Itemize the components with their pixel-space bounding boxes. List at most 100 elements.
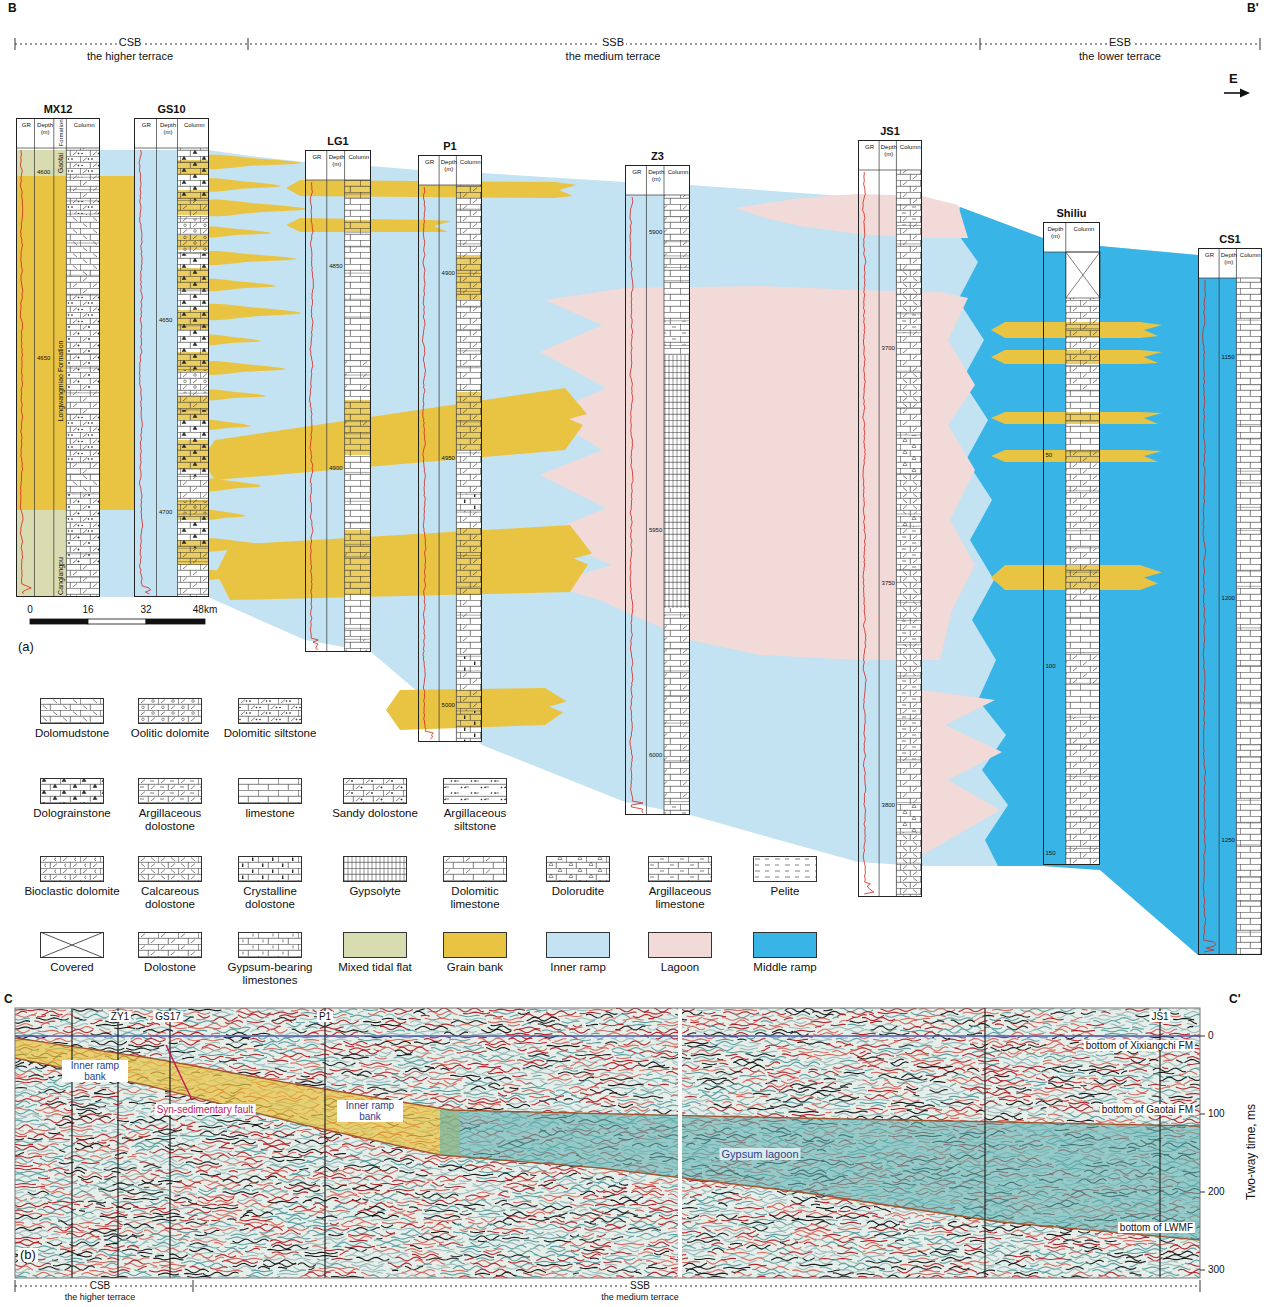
log-divider (326, 150, 327, 652)
depth-tick-label: 4950 (442, 455, 455, 462)
section-end: B (8, 2, 17, 15)
symbol-border (344, 779, 407, 804)
facies-bands (16, 150, 1262, 955)
lithology-bed (178, 393, 210, 410)
legend-text: Argillaceous siltstone (427, 807, 523, 833)
symbol-ground (138, 778, 202, 804)
well-log (858, 140, 922, 897)
lithology-bed (456, 671, 482, 711)
facies-label: Inner ramp bank (62, 1060, 128, 1082)
legend-item: Argillaceous limestone (632, 856, 728, 911)
zone-tick (248, 38, 249, 50)
lithology-bed (664, 696, 690, 724)
zone-tick (980, 38, 981, 50)
zone-label: SSB (628, 1280, 652, 1291)
lithology-bed (345, 375, 371, 390)
symbol-pattern (343, 778, 407, 804)
symbol-border (239, 699, 302, 724)
lithology-bed (1236, 757, 1262, 800)
lithology-column (345, 180, 371, 652)
lithology-bed (896, 645, 922, 676)
log-header-text: Depth (m) (880, 144, 897, 157)
lithology-bed (664, 256, 690, 268)
seismic-trace (15, 1095, 1145, 1099)
legend-text: Covered (24, 961, 120, 974)
lithology-bed (1236, 704, 1262, 745)
lithology-bed (896, 270, 922, 295)
scale-label: 16 (82, 604, 93, 615)
scale-label: 0 (27, 604, 33, 615)
well-column: P1GRDepth (m)Column490049505000 (418, 155, 482, 742)
horizon-label: bottom of LWMF (1118, 1222, 1195, 1233)
log-header-text: Depth (m) (328, 154, 346, 167)
gypsum-bed (664, 355, 690, 608)
lithology-bed (896, 832, 922, 863)
legend-symbol (238, 698, 302, 724)
well-column: JS1GRDepth (m)Column370037503800 (858, 140, 922, 897)
lithology-bed (896, 570, 922, 603)
well-name: Shiliu (1057, 207, 1087, 219)
lithology-bed (1236, 745, 1262, 758)
lithology-bed (456, 273, 482, 291)
seismic-trace (228, 1251, 1093, 1255)
legend-text: Mixed tidal flat (327, 961, 423, 974)
seismic-trace (157, 1236, 1188, 1240)
inner-ramp-bank-body (15, 1038, 460, 1157)
seismic-trace (198, 1053, 1114, 1057)
lithology-bed (896, 294, 922, 314)
lithology-bed (178, 410, 210, 445)
section-end: C' (1229, 993, 1241, 1006)
legend-text: Calcareous dolostone (122, 885, 218, 911)
scale-bar (88, 619, 146, 624)
lithology-bed (1236, 425, 1262, 439)
seismic-trace (225, 1008, 1200, 1012)
seismic-trace (31, 1011, 1160, 1015)
legend-item: Dolostone (122, 932, 218, 974)
seismic-trace (87, 1260, 989, 1265)
symbol-ground (753, 856, 817, 882)
well-trace-line (117, 1008, 118, 1278)
legend-text: Argillaceous dolostone (122, 807, 218, 833)
gr-curve (310, 182, 319, 650)
lithology-bed (896, 333, 922, 371)
lithology-bed (345, 628, 371, 639)
zone-label: ESB (1107, 36, 1133, 48)
seismic-trace (39, 1059, 1172, 1063)
lithology-bed (178, 291, 210, 307)
seismic-trace (200, 1056, 1200, 1060)
seismic-trace (53, 1041, 1173, 1045)
lithology-bed (664, 281, 690, 321)
lithology-bed (1236, 823, 1262, 845)
legend-symbol (40, 932, 104, 958)
depth-tick-label: 3700 (882, 345, 895, 352)
symbol-pattern (238, 856, 302, 882)
symbol-pattern (238, 778, 302, 804)
legend-swatch (753, 932, 817, 958)
log-divider (134, 148, 209, 149)
legend-item: Middle ramp (737, 932, 833, 974)
lithology-bed (664, 761, 690, 802)
log-header-text: Column (179, 122, 211, 129)
section-end: B' (1247, 2, 1259, 15)
symbol-pattern (40, 856, 104, 882)
seismic-trace (410, 1020, 1182, 1023)
depth-tick-label: 4650 (37, 355, 50, 362)
legend-item: Dolomitic siltstone (222, 698, 318, 740)
log-header (418, 155, 482, 185)
lithology-bed (345, 639, 371, 652)
grain-bank-finger (201, 178, 281, 192)
section-join (678, 1008, 682, 1278)
legend-symbol (238, 932, 302, 958)
direction-arrowhead (1240, 89, 1250, 98)
lithology-bed (66, 450, 100, 463)
legend-text: Inner ramp (530, 961, 626, 974)
lithology-column (1236, 278, 1262, 955)
grain-bank-finger (201, 279, 276, 291)
depth-tick-label: 1150 (1222, 354, 1235, 361)
depth-tick-label: 4850 (329, 263, 342, 270)
zone-tick (193, 1280, 194, 1292)
lithology-bed (456, 494, 482, 512)
log-header-text: Column (457, 159, 483, 166)
lithology-bed (1236, 278, 1262, 320)
